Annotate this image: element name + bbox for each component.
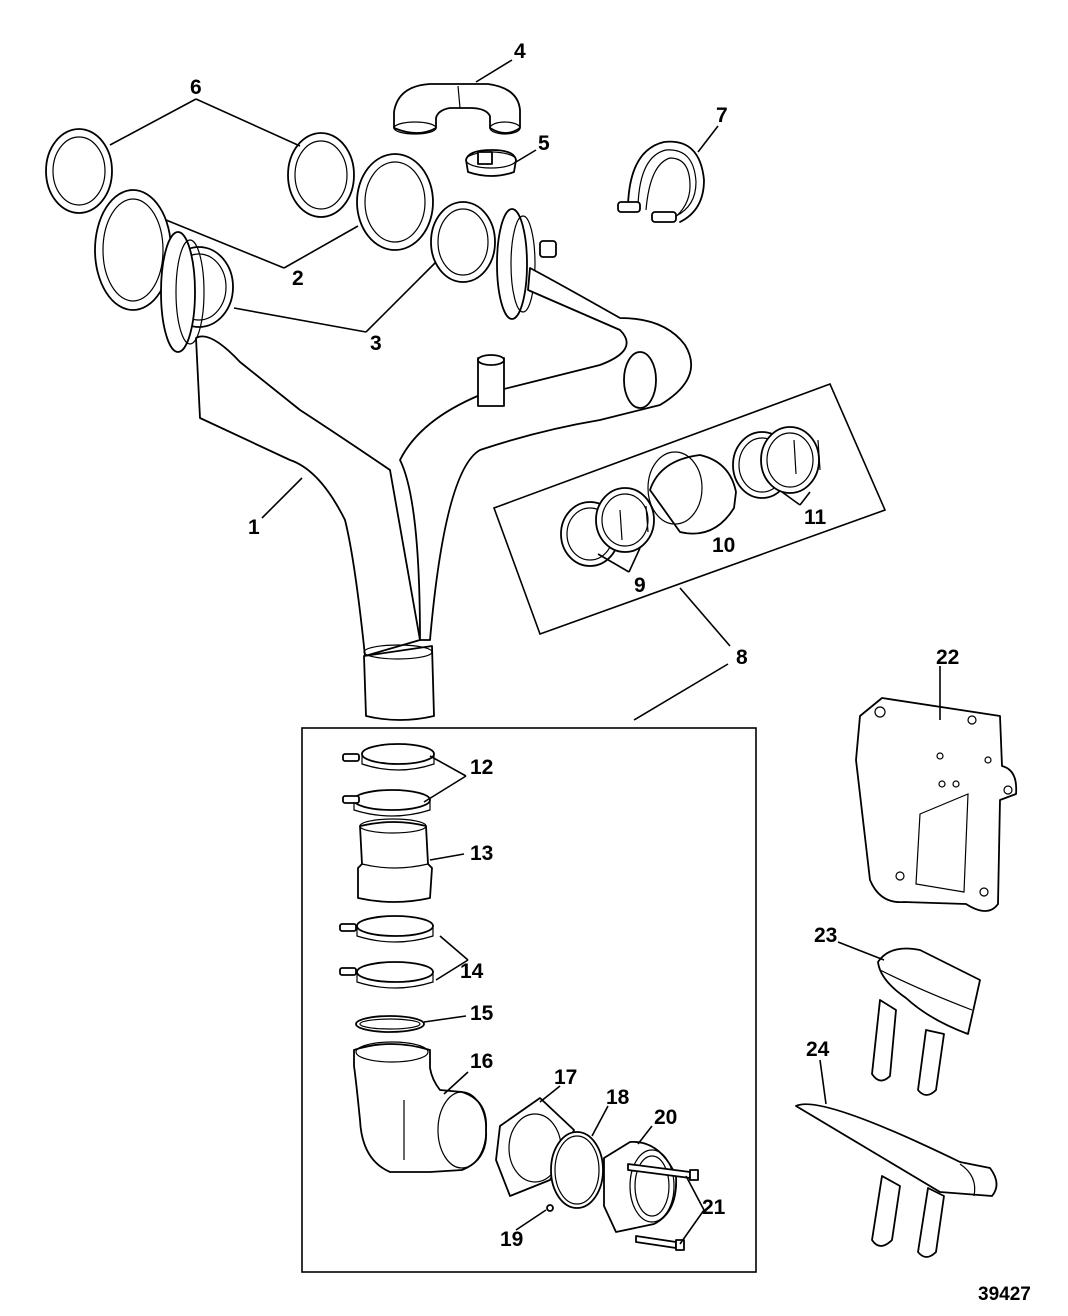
callout-13: 13 — [470, 842, 493, 865]
callout-10: 10 — [712, 534, 735, 557]
hose-13 — [357, 818, 433, 903]
callout-3: 3 — [370, 332, 382, 355]
o-ring-18 — [550, 1131, 604, 1209]
adapter-20 — [603, 1141, 677, 1233]
elbow-16 — [353, 1041, 487, 1173]
kit-8-upper-frame — [492, 382, 887, 636]
callout-5: 5 — [538, 132, 550, 155]
tailpipe-24 — [795, 1103, 998, 1258]
gasket-6-right — [287, 132, 355, 218]
callout-14: 14 — [460, 960, 484, 983]
u-hose-4 — [393, 83, 521, 135]
gasket-6-left — [45, 128, 113, 214]
figure-number: 39427 — [978, 1284, 1031, 1305]
gasket-2-left — [94, 189, 172, 311]
callout-9: 9 — [634, 574, 646, 597]
clamps-11 — [732, 426, 821, 499]
callout-23: 23 — [814, 924, 837, 947]
callout-22: 22 — [936, 646, 959, 669]
callout-21: 21 — [702, 1196, 726, 1219]
ball-19 — [546, 1204, 554, 1212]
v-band-clamp-7 — [617, 140, 705, 223]
clamps-12 — [342, 743, 435, 817]
gasket-3-right — [430, 201, 496, 283]
o-ring-15 — [355, 1015, 425, 1033]
bracket-22 — [855, 697, 1018, 912]
callout-6: 6 — [190, 76, 202, 99]
tailpipe-23 — [871, 947, 981, 1096]
kit-8-lower-frame — [301, 727, 757, 1273]
y-pipe-1 — [160, 208, 693, 721]
callout-2: 2 — [292, 267, 304, 290]
callout-20: 20 — [654, 1106, 677, 1129]
callout-18: 18 — [606, 1086, 630, 1109]
callout-24: 24 — [806, 1038, 830, 1061]
callout-15: 15 — [470, 1002, 494, 1025]
callout-16: 16 — [470, 1050, 493, 1073]
leader-lines — [109, 59, 941, 1245]
hose-clamp-5 — [465, 149, 517, 177]
bolts-21 — [627, 1163, 699, 1251]
callout-labels: 1 2 3 4 5 6 7 8 9 10 11 12 13 14 15 16 1… — [190, 40, 1031, 1305]
callout-12: 12 — [470, 756, 493, 779]
callout-4: 4 — [514, 40, 526, 63]
callout-8: 8 — [736, 646, 748, 669]
callout-7: 7 — [716, 104, 728, 127]
sleeve-10 — [647, 451, 737, 535]
callout-11: 11 — [804, 506, 827, 529]
clamps-14 — [339, 915, 434, 989]
callout-19: 19 — [500, 1228, 523, 1251]
callout-17: 17 — [554, 1066, 577, 1089]
callout-1: 1 — [248, 516, 260, 539]
gasket-2-right — [356, 153, 434, 251]
clamps-9 — [560, 487, 655, 567]
